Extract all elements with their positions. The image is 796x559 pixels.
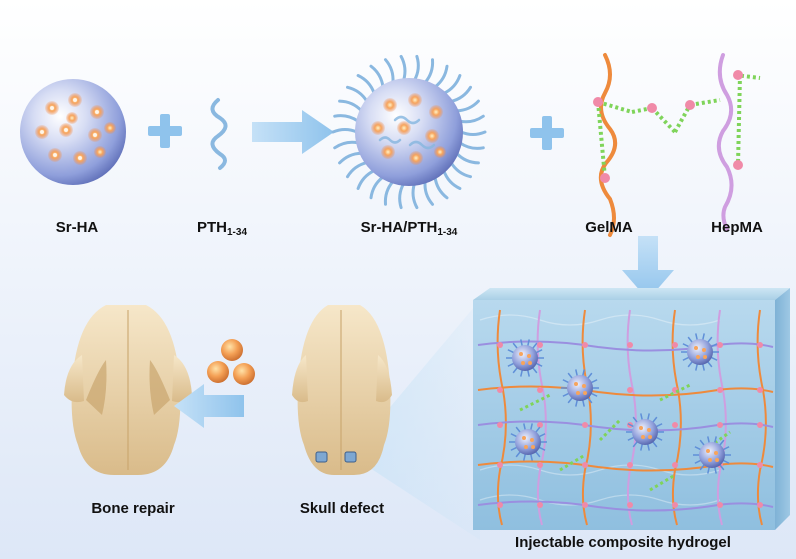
label-gelma: GelMA [585, 219, 633, 236]
label-hydrogel: Injectable composite hydrogel [515, 534, 731, 551]
label-pth-subscript: 1-34 [226, 227, 248, 238]
hydrogel-block [473, 288, 790, 530]
sr-ha-sphere [20, 79, 126, 185]
label-sr-ha: Sr-HA [55, 219, 99, 236]
label-sr-ha-pth: Sr-HA/PTH1-34 [361, 219, 458, 238]
hydrogel-crosslink-grid [477, 309, 774, 526]
skull-icon [292, 305, 392, 475]
sr-ha-pth-sphere [331, 54, 487, 210]
process-arrow-icon [622, 236, 674, 300]
defect-site [315, 451, 328, 463]
skull-icon [64, 305, 192, 475]
label-skull-defect: Skull defect [299, 500, 385, 517]
label-combo-subscript: 1-34 [437, 227, 458, 238]
label-pth-base: PTH [196, 219, 227, 236]
process-arrow-icon [174, 384, 244, 428]
label-bone-repair: Bone repair [91, 500, 175, 517]
label-combo-base: Sr-HA/PTH [360, 219, 438, 236]
label-pth: PTH1-34 [197, 219, 247, 238]
light-beam [350, 300, 480, 540]
plus-icon [148, 114, 182, 148]
process-arrow-icon [252, 110, 334, 154]
plus-icon [530, 116, 564, 150]
gelma-hepma-network [593, 53, 761, 237]
defect-site [344, 451, 357, 463]
embedded-nanoparticles [506, 333, 731, 474]
label-hepma: HepMA [711, 219, 763, 236]
injected-nanoparticles [207, 339, 255, 385]
pth-peptide [210, 98, 228, 170]
